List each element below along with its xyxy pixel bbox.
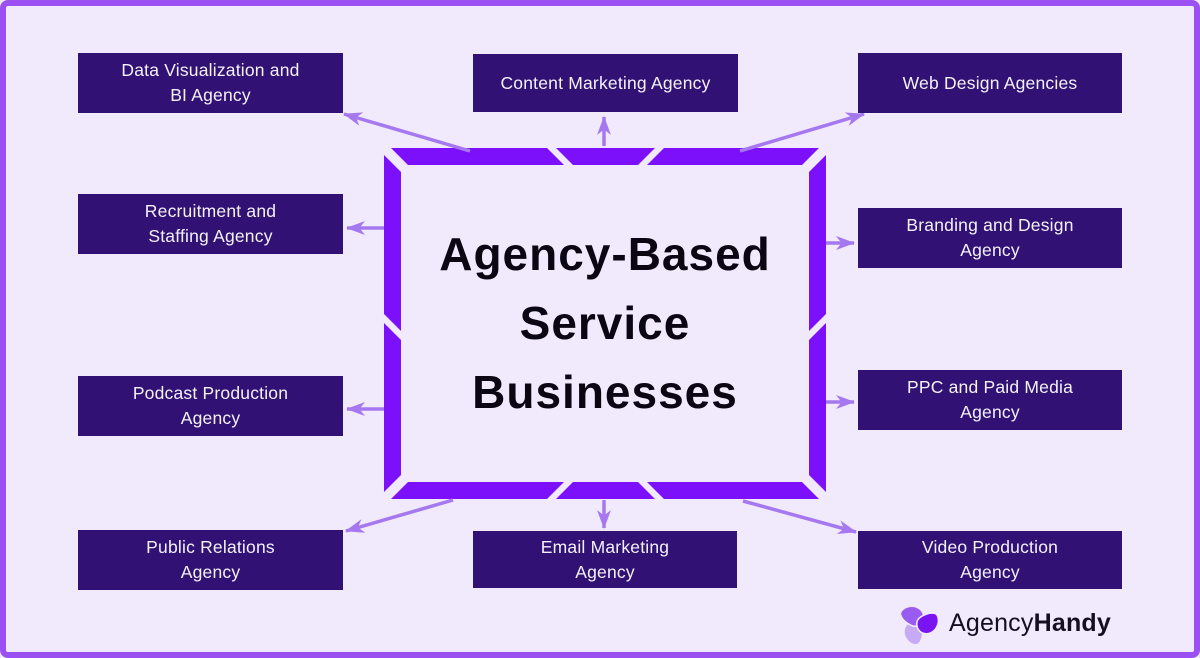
- node-recruitment-and-staffing-agency: Recruitment and Staffing Agency: [78, 194, 343, 254]
- frame-top-segment: [556, 148, 655, 165]
- brand-logo-text: AgencyHandy: [949, 609, 1111, 638]
- node-web-design-agencies: Web Design Agencies: [858, 53, 1122, 113]
- frame-bottom-segment: [647, 482, 819, 499]
- frame-left-segment: [384, 323, 401, 492]
- node-public-relations-agency: Public Relations Agency: [78, 530, 343, 590]
- node-ppc-and-paid-media-agency: PPC and Paid Media Agency: [858, 370, 1122, 430]
- node-email-marketing-agency: Email Marketing Agency: [473, 531, 737, 588]
- node-content-marketing-agency: Content Marketing Agency: [473, 54, 738, 112]
- connector-arrows: [343, 112, 865, 534]
- center-frame: [384, 148, 826, 499]
- frame-right-segment: [809, 323, 826, 492]
- frame-left-segment: [384, 155, 401, 331]
- node-data-visualization-and-bi-agency: Data Visualization and BI Agency: [78, 53, 343, 113]
- arrow-to-public-relations: [345, 498, 454, 533]
- brand-name-bold: Handy: [1033, 608, 1111, 637]
- node-branding-and-design-agency: Branding and Design Agency: [858, 208, 1122, 268]
- frame-right-segment: [809, 155, 826, 331]
- agencyhandy-logo-icon: [899, 605, 940, 646]
- brand-name-regular: Agency: [949, 608, 1034, 637]
- frame-bottom-segment: [391, 482, 564, 499]
- node-podcast-production-agency: Podcast Production Agency: [78, 376, 343, 436]
- frame-top-segment: [391, 148, 564, 165]
- arrow-to-video-production: [742, 499, 857, 534]
- arrow-to-web-design: [739, 112, 865, 153]
- node-video-production-agency: Video Production Agency: [858, 531, 1122, 589]
- page-title: Agency-Based Service Businesses: [439, 228, 771, 418]
- frame-bottom-segment: [556, 482, 655, 499]
- arrow-to-data-visualization: [343, 112, 471, 153]
- frame-top-segment: [647, 148, 819, 165]
- brand-logo: AgencyHandy: [895, 598, 1111, 648]
